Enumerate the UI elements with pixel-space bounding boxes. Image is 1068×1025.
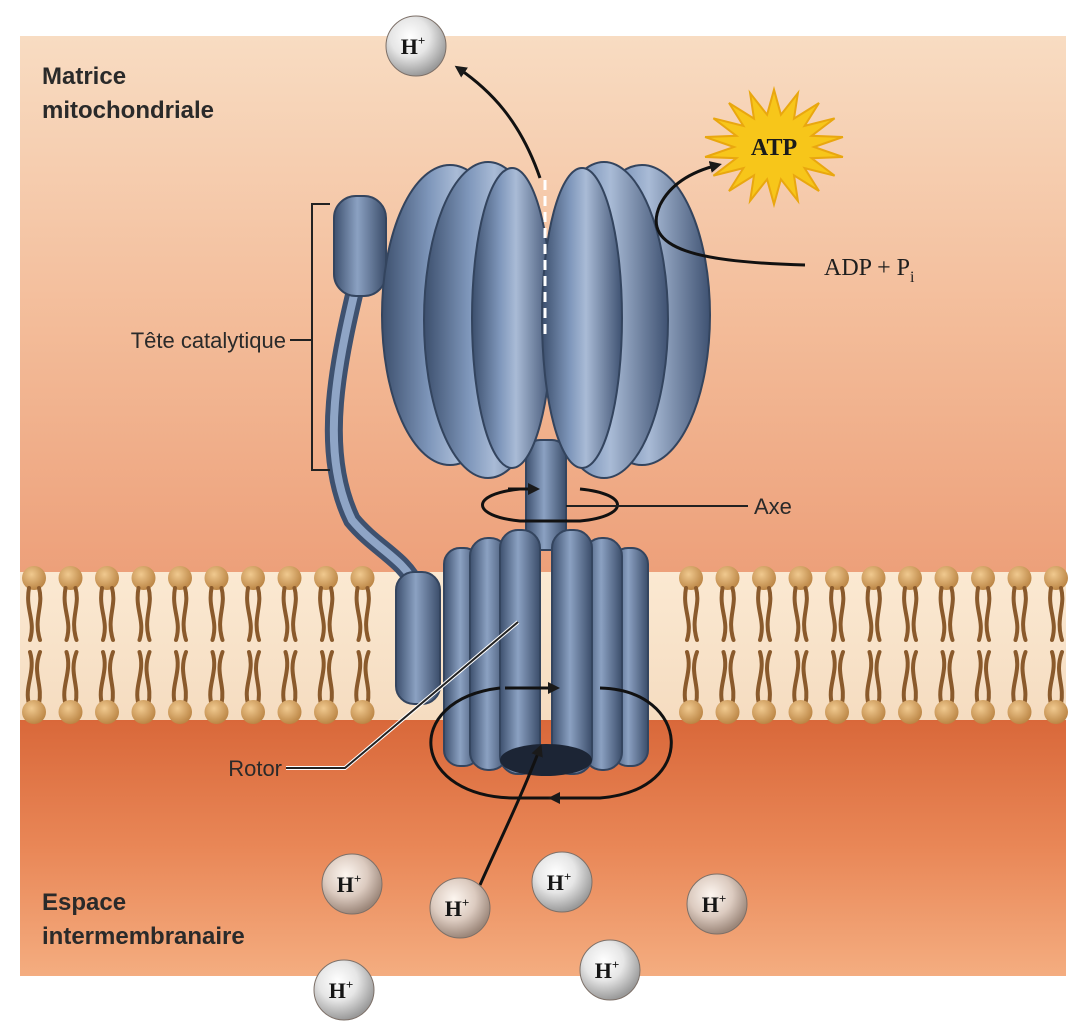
matrix-label-line2: mitochondriale xyxy=(42,97,214,124)
rotor-label: Rotor xyxy=(228,756,282,781)
stator-cap xyxy=(334,196,386,296)
atp-label: ATP xyxy=(751,135,797,161)
intermembrane-label-line2: intermembranaire xyxy=(42,923,245,950)
axle-label: Axe xyxy=(754,494,792,519)
proton-ion: H+ xyxy=(532,852,592,912)
proton-ion: H+ xyxy=(322,854,382,914)
proton-ion: H+ xyxy=(314,960,374,1020)
catalytic-head-label: Tête catalytique xyxy=(131,328,286,353)
matrix-label-line1: Matrice xyxy=(42,63,126,90)
proton-ion: H+ xyxy=(430,878,490,938)
proton-ion: H+ xyxy=(687,874,747,934)
proton-ion: H+ xyxy=(580,940,640,1000)
inner-membrane xyxy=(20,572,1066,720)
intermembrane-label-line1: Espace xyxy=(42,889,126,916)
stator-membrane-subunit xyxy=(396,572,440,704)
proton-ion: H+ xyxy=(386,16,446,76)
